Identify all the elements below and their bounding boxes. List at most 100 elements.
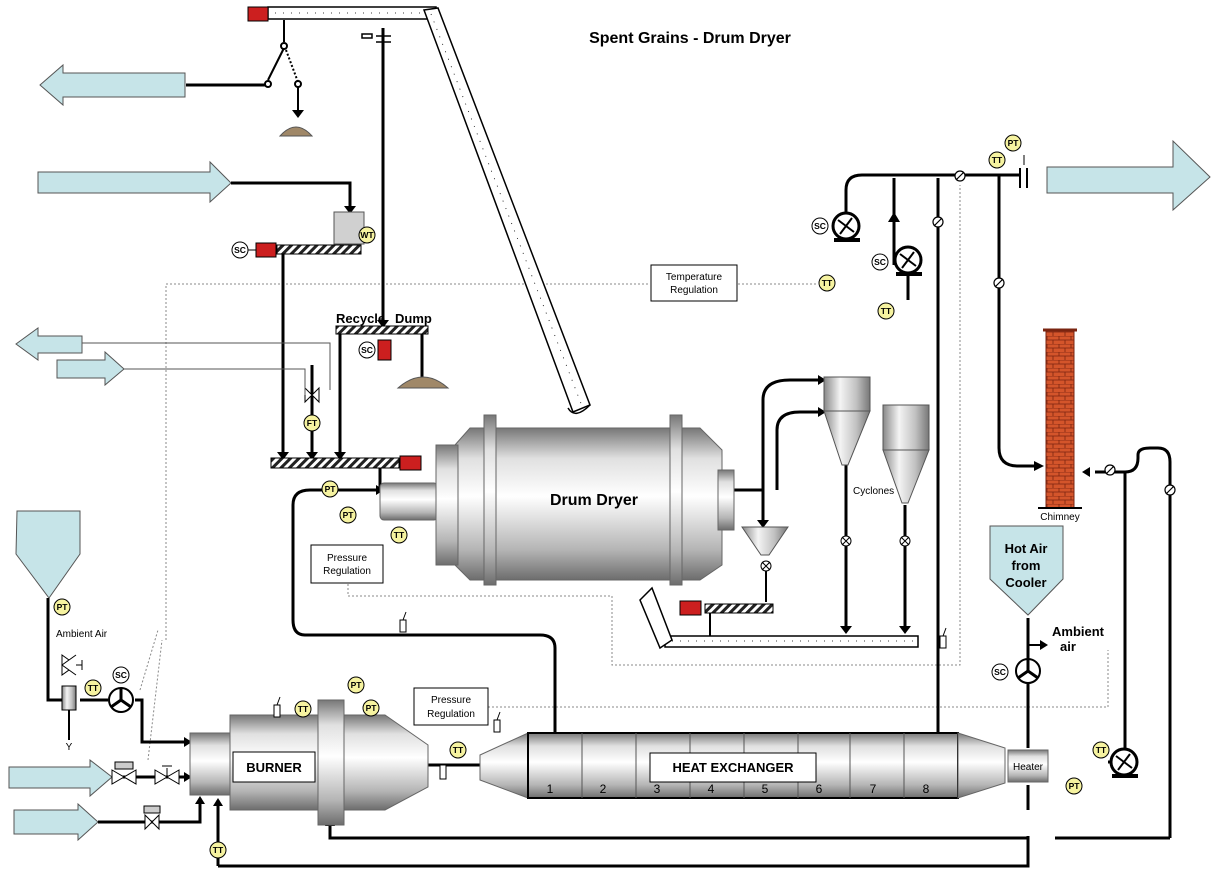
hx-section-2: 2 — [600, 782, 607, 796]
hx-section-4: 4 — [708, 782, 715, 796]
instrument-sc-feed-screw: SC — [231, 241, 256, 259]
heater — [1007, 749, 1049, 783]
instrument-tt-burner-1: TT — [294, 700, 312, 718]
instruments: WT SC SC FT PT PT TT SC — [53, 134, 1110, 859]
dump-pile-mid — [396, 376, 450, 389]
hx-section-1: 1 — [547, 782, 554, 796]
instrument-pt-dryer-inlet-1: PT — [321, 480, 339, 498]
return-conveyor — [639, 586, 919, 650]
svg-text:TT: TT — [394, 530, 405, 540]
cyclones-label: Cyclones — [853, 486, 894, 497]
heat-exchanger — [479, 732, 1006, 799]
svg-text:TT: TT — [1096, 745, 1107, 755]
cyclone-2 — [882, 404, 930, 504]
hot-air-from-cooler-label-2: from — [1012, 558, 1041, 573]
exhaust-damper — [1019, 155, 1028, 188]
air-flow-valve — [304, 386, 320, 404]
pressure-regulation-bottom-label-1: Pressure — [431, 695, 471, 706]
hx-section-5: 5 — [762, 782, 769, 796]
instrument-sc-fan-1: SC — [811, 217, 829, 235]
hx-section-8: 8 — [923, 782, 930, 796]
svg-text:SC: SC — [115, 670, 127, 680]
heater-label: Heater — [1013, 762, 1044, 773]
svg-text:TT: TT — [298, 704, 309, 714]
fines-hopper — [741, 526, 789, 556]
pressure-regulation-left-label-2: Regulation — [323, 566, 371, 577]
drum-dryer — [379, 414, 735, 586]
instrument-pt-burner-2: PT — [362, 699, 380, 717]
burner-label: BURNER — [246, 760, 302, 775]
diverter-flap — [264, 20, 302, 115]
recycle-label: Recycle — [336, 311, 385, 326]
svg-text:TT: TT — [88, 683, 99, 693]
inlet-arrow-mid-left — [56, 350, 125, 387]
instrument-tt-hx-inlet: TT — [449, 741, 467, 759]
pressure-regulation-box-bottom — [413, 687, 489, 726]
temperature-regulation-label-1: Temperature — [666, 272, 723, 283]
instrument-pt-dryer-inlet-2: PT — [339, 506, 357, 524]
pressure-regulation-bottom-label-2: Regulation — [427, 709, 475, 720]
hot-air-fan — [1015, 658, 1041, 684]
chimney — [1045, 329, 1075, 509]
hot-air-arrow — [989, 525, 1064, 616]
heat-exchanger-sections: 1 2 3 4 5 6 7 8 — [547, 782, 930, 796]
instrument-tt-bottom: TT — [209, 841, 227, 859]
svg-text:SC: SC — [994, 667, 1006, 677]
ambient-air-right-label-2: air — [1060, 639, 1076, 654]
outlet-arrow-top-left — [39, 63, 186, 107]
ambient-air-right-label-1: Ambient — [1052, 624, 1105, 639]
hx-section-7: 7 — [870, 782, 877, 796]
instrument-pt-hopper: PT — [53, 598, 71, 616]
svg-text:TT: TT — [213, 845, 224, 855]
diagram-title: Spent Grains - Drum Dryer — [589, 30, 791, 47]
instrument-sc-recycle: SC — [358, 341, 376, 359]
outlet-arrow-mid-left — [15, 327, 83, 361]
sensor-stubs — [273, 611, 947, 780]
y-symbol: Y — [66, 742, 73, 753]
top-conveyor-motor — [247, 6, 269, 22]
instrument-pt-recirc: PT — [1065, 777, 1083, 795]
inlet-arrow-left — [37, 160, 232, 204]
instrument-pt-exhaust: PT — [1004, 134, 1022, 152]
svg-text:TT: TT — [881, 306, 892, 316]
svg-text:PT: PT — [343, 510, 355, 520]
svg-text:PT: PT — [1069, 781, 1081, 791]
fuel-valves — [111, 761, 180, 831]
hot-air-from-cooler-label-1: Hot Air — [1005, 541, 1048, 556]
burner-fan — [108, 687, 134, 713]
control-signal-lines — [139, 185, 1109, 761]
instrument-tt-exhaust: TT — [988, 151, 1006, 169]
hopper-arrow — [15, 510, 81, 599]
svg-text:PT: PT — [57, 602, 69, 612]
instrument-pt-burner-1: PT — [347, 676, 365, 694]
cyclone-1 — [823, 376, 871, 466]
butterfly-valves — [932, 170, 1176, 496]
instrument-sc-fan-2: SC — [871, 253, 889, 271]
svg-text:PT: PT — [325, 484, 337, 494]
svg-text:SC: SC — [361, 345, 373, 355]
temperature-regulation-label-2: Regulation — [670, 285, 718, 296]
svg-text:TT: TT — [453, 745, 464, 755]
svg-text:PT: PT — [1008, 138, 1020, 148]
dump-pile-top — [278, 126, 314, 137]
drum-dryer-label: Drum Dryer — [550, 492, 638, 509]
inclined-elevator — [422, 7, 591, 414]
instrument-tt-dryer-inlet: TT — [390, 526, 408, 544]
ambient-air-right-valve — [1040, 640, 1048, 650]
pipe-arrowheads — [184, 206, 1090, 826]
svg-text:SC: SC — [234, 245, 246, 255]
feed-screw-motor — [255, 242, 277, 258]
inlet-arrow-bottom-1 — [8, 758, 113, 798]
burner — [189, 699, 429, 826]
chimney-label: Chimney — [1040, 512, 1079, 523]
instrument-ft: FT — [303, 414, 321, 432]
svg-text:PT: PT — [351, 680, 363, 690]
process-pipes — [46, 28, 1172, 868]
svg-text:SC: SC — [874, 257, 886, 267]
return-screw-motor — [679, 600, 702, 616]
svg-text:FT: FT — [307, 418, 318, 428]
svg-text:TT: TT — [822, 278, 833, 288]
instrument-wt: WT — [358, 226, 376, 244]
pressure-regulation-left-label-1: Pressure — [327, 553, 367, 564]
